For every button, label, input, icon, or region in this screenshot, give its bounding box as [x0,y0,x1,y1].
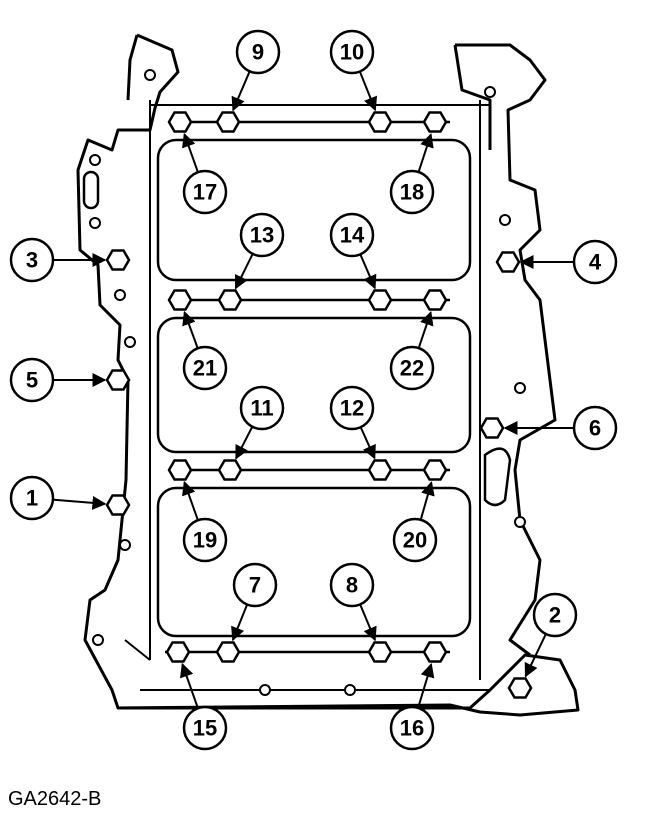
arrow-11 [235,427,253,460]
arrow-16 [417,663,435,708]
callout-number: 16 [400,716,424,741]
callout-number: 13 [250,223,274,248]
arrow-2 [524,634,547,678]
callout-18: 18 [389,169,435,215]
bolt-15 [165,641,191,663]
arrow-12 [360,427,376,460]
callout-number: 3 [26,248,38,273]
callout-number: 2 [549,603,561,628]
bolt-4 [495,251,521,273]
arrow-10 [359,72,378,112]
callout-5: 5 [9,357,55,403]
callout-number: 5 [26,368,38,393]
bolt-12 [367,459,393,481]
callout-number: 11 [250,396,273,421]
bolt-9 [215,111,241,133]
bolt-19 [167,459,193,481]
callout-number: 7 [249,573,261,598]
bolt-20 [422,459,448,481]
callout-number: 14 [340,223,365,248]
callout-22: 22 [389,345,435,391]
callout-21: 21 [182,345,228,391]
arrow-8 [359,604,377,642]
callout-number: 4 [589,250,602,275]
callout-number: 8 [346,573,358,598]
arrow-15 [179,662,199,708]
arrow-19 [182,480,199,520]
bolt-7 [215,641,241,663]
callout-15: 15 [182,705,228,751]
callout-6: 6 [572,405,618,451]
arrow-20 [420,481,435,520]
bolt-2 [507,677,533,699]
callout-8: 8 [329,562,375,608]
callout-number: 22 [400,356,424,381]
dowel-holes [89,69,526,696]
bay-outlines [156,138,472,638]
bolt-1 [105,494,131,516]
arrow-9 [231,71,251,112]
side-slots [82,170,512,507]
callout-3: 3 [9,237,55,283]
callout-12: 12 [329,385,375,431]
callout-10: 10 [329,29,375,75]
arrow-13 [234,254,254,290]
bolt-14 [367,289,393,311]
inner-outline [124,100,490,691]
callout-1: 1 [9,475,55,521]
callout-number: 21 [193,356,217,381]
callout-9: 9 [235,29,281,75]
bolt-22 [422,289,448,311]
bolt-16 [422,641,448,663]
bolt-heads [105,111,533,699]
callout-14: 14 [329,212,375,258]
arrow-14 [359,254,377,290]
callout-number: 12 [340,396,364,421]
callout-number: 6 [589,416,601,441]
arrow-7 [231,605,248,642]
arrow-17 [182,132,199,172]
arrow-18 [417,133,434,172]
callout-number: 9 [252,40,264,65]
callout-number: 1 [26,486,38,511]
callout-2: 2 [532,592,578,638]
figure-id: GA2642-B [8,788,102,810]
bolt-18 [422,111,448,133]
arrow-1 [53,495,107,510]
bolt-17 [167,111,193,133]
callout-number: 17 [193,180,217,205]
bolt-21 [167,289,193,311]
callout-17: 17 [182,169,228,215]
callout-number: 19 [193,528,217,553]
arrow-21 [182,310,199,348]
callout-7: 7 [232,562,278,608]
callout-11: 11 [239,385,285,431]
bolt-6 [479,417,505,439]
callout-16: 16 [389,705,435,751]
callout-20: 20 [392,517,438,563]
bolt-11 [217,459,243,481]
callout-number: 20 [403,528,427,553]
bolt-10 [367,111,393,133]
callout-arrows [53,71,573,708]
arrow-22 [418,310,434,348]
bolt-13 [217,289,243,311]
block-outline [76,33,580,717]
callout-number: 18 [400,180,424,205]
callout-19: 19 [182,517,228,563]
callout-number: 10 [340,40,364,65]
bolt-3 [105,249,131,271]
bolt-8 [367,641,393,663]
callout-4: 4 [572,239,618,285]
callout-13: 13 [239,212,285,258]
bolt-5 [105,369,131,391]
callout-number: 15 [193,716,217,741]
